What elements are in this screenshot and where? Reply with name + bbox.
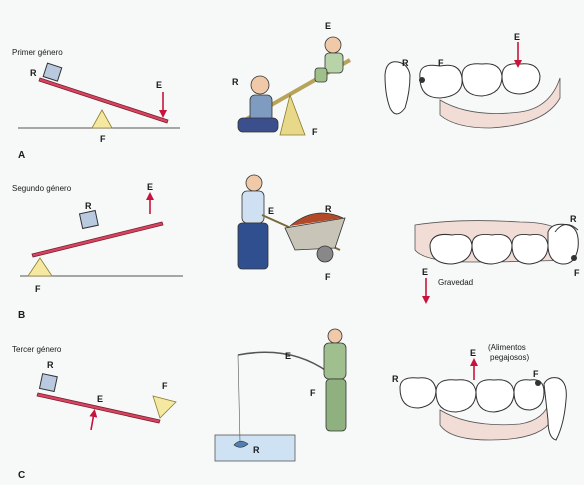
note-line-1: (Alimentos	[488, 343, 526, 352]
label-e: E	[514, 32, 520, 42]
label-r: R	[392, 374, 399, 384]
label-f: F	[438, 58, 444, 68]
label-e: E	[470, 348, 476, 358]
label-f: F	[310, 388, 316, 398]
label-e: E	[97, 394, 103, 404]
label-r: R	[253, 445, 260, 455]
dental-arch-b: R F E Gravedad	[415, 214, 580, 300]
fisher-legs	[326, 379, 346, 431]
fulcrum-rest	[571, 255, 577, 261]
worker-legs	[238, 223, 268, 269]
section-label-c: C	[18, 470, 25, 481]
label-e: E	[156, 80, 162, 90]
fishing-illustration: E F R	[215, 329, 346, 461]
row-b-second-class: Segundo género R E F B E R F	[12, 175, 580, 321]
label-r: R	[85, 201, 92, 211]
label-r: R	[402, 58, 409, 68]
load-box	[80, 211, 99, 229]
child-legs	[315, 68, 327, 82]
lever-beam	[32, 222, 163, 257]
load-box	[39, 374, 57, 392]
dental-arch-a: R F E	[385, 32, 560, 128]
load-box	[43, 63, 62, 81]
label-f: F	[574, 268, 580, 278]
label-r: R	[325, 204, 332, 214]
fulcrum-clasp	[535, 380, 541, 386]
section-label-b: B	[18, 310, 25, 321]
seesaw-base	[280, 95, 305, 135]
tooth	[400, 378, 436, 408]
wheelbarrow-wheel	[317, 246, 333, 262]
abutment-tooth	[544, 378, 566, 440]
tooth	[476, 380, 514, 412]
adult-legs	[238, 118, 278, 132]
label-r: R	[47, 360, 54, 370]
label-e: E	[422, 267, 428, 277]
child-body	[325, 53, 343, 73]
lever-schematic-a: R E F	[18, 63, 180, 144]
fisher-head	[328, 329, 342, 343]
title-first-class: Primer género	[12, 48, 63, 57]
lever-schematic-b: R E F	[20, 182, 183, 294]
child-head	[325, 37, 341, 53]
title-third-class: Tercer género	[12, 345, 62, 354]
section-label-a: A	[18, 150, 25, 161]
dental-arch-c: R E F (Alimentos pegajosos)	[392, 343, 566, 440]
label-e: E	[285, 351, 291, 361]
worker-head	[246, 175, 262, 191]
label-f: F	[312, 127, 318, 137]
tooth	[502, 64, 540, 94]
fishing-line	[238, 355, 240, 442]
tooth	[430, 234, 472, 264]
tooth	[462, 64, 502, 96]
label-r: R	[232, 77, 239, 87]
gravity-label: Gravedad	[438, 278, 473, 287]
label-f: F	[35, 284, 41, 294]
label-f: F	[325, 272, 331, 282]
worker-body	[242, 191, 264, 223]
label-e: E	[147, 182, 153, 192]
fulcrum-clasp	[419, 77, 425, 83]
fulcrum-triangle	[153, 396, 176, 418]
label-r: R	[570, 214, 577, 224]
tooth	[436, 380, 476, 412]
row-c-third-class: Tercer género R E F C E F R	[12, 329, 566, 481]
label-f: F	[533, 369, 539, 379]
tooth	[512, 234, 548, 264]
lever-schematic-c: R E F	[37, 360, 176, 430]
label-e: E	[268, 206, 274, 216]
seesaw-illustration: R E F	[232, 21, 350, 137]
note-line-2: pegajosos)	[490, 353, 529, 362]
fishing-rod	[238, 352, 328, 372]
tooth	[472, 234, 512, 264]
wheelbarrow-illustration: E R F	[238, 175, 345, 282]
title-second-class: Segundo género	[12, 184, 72, 193]
tooth	[420, 65, 462, 98]
effort-arrow	[91, 413, 94, 430]
label-f: F	[100, 134, 106, 144]
label-r: R	[30, 68, 37, 78]
abutment-tooth	[385, 62, 410, 114]
fulcrum-triangle	[28, 258, 52, 276]
adult-head	[251, 76, 269, 94]
fisher-body	[324, 343, 346, 379]
label-f: F	[162, 381, 168, 391]
row-a-first-class: Primer género R E F A R E F	[12, 21, 560, 161]
fulcrum-triangle	[92, 110, 112, 128]
label-e: E	[325, 21, 331, 31]
